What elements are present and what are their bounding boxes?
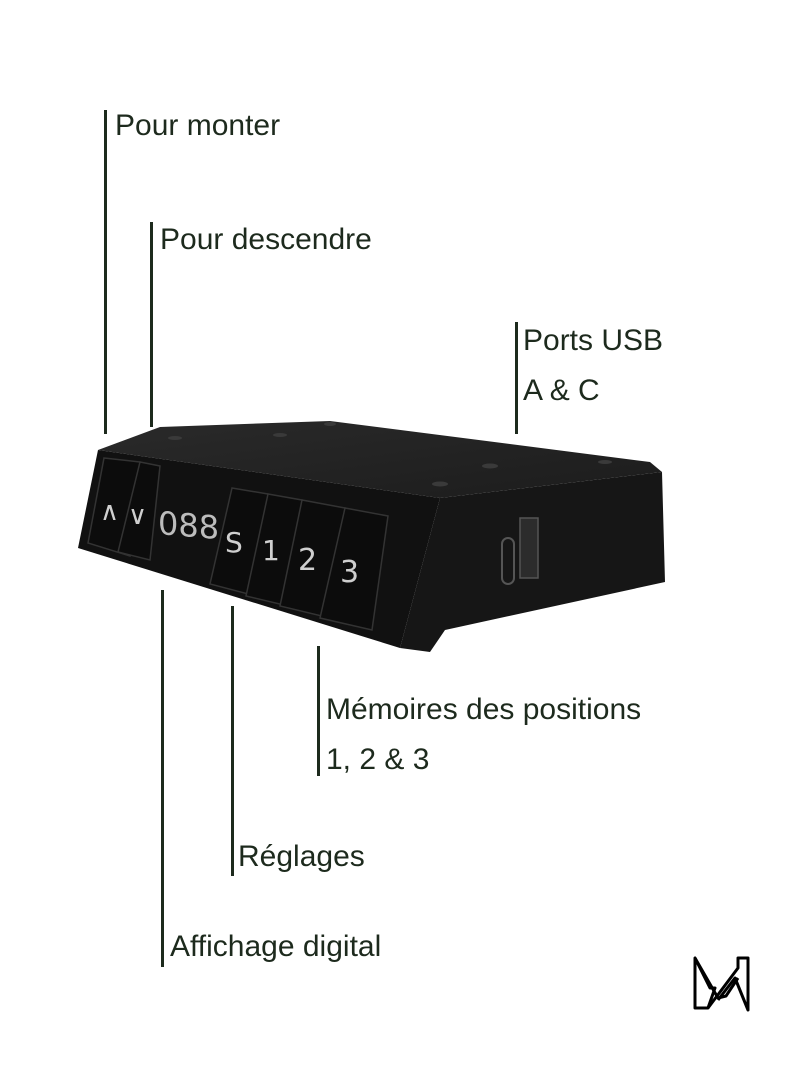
label-up: Pour monter bbox=[115, 109, 281, 142]
down-pointer-line bbox=[150, 222, 153, 427]
memory-3-label: 3 bbox=[340, 555, 359, 590]
digital-display-value: 088 bbox=[158, 504, 219, 547]
usb-a-port bbox=[519, 517, 539, 579]
label-display: Affichage digital bbox=[170, 930, 382, 963]
label-memory-line2: 1, 2 & 3 bbox=[326, 743, 430, 776]
label-usb-line2: A & C bbox=[523, 374, 600, 407]
up-arrow-icon: ∧ bbox=[100, 497, 119, 527]
device-top-face bbox=[98, 421, 662, 498]
usb-pointer-line bbox=[515, 322, 518, 434]
label-settings: Réglages bbox=[238, 840, 365, 873]
down-button bbox=[117, 461, 161, 561]
memory-2-label: 2 bbox=[298, 543, 317, 578]
up-pointer-line bbox=[104, 110, 107, 434]
label-down: Pour descendre bbox=[160, 223, 372, 256]
settings-button-label: S bbox=[225, 526, 243, 559]
settings-pointer-line bbox=[231, 606, 234, 876]
memory-button-3 bbox=[319, 507, 389, 631]
down-arrow-icon: ∨ bbox=[128, 501, 147, 531]
label-usb-line1: Ports USB bbox=[523, 324, 664, 357]
brand-logo bbox=[693, 956, 750, 1012]
memory-pointer-line bbox=[317, 646, 320, 776]
display-pointer-line bbox=[161, 590, 164, 967]
label-memory-line1: Mémoires des positions bbox=[326, 693, 642, 726]
usb-c-port bbox=[501, 537, 515, 585]
memory-1-label: 1 bbox=[262, 534, 280, 567]
